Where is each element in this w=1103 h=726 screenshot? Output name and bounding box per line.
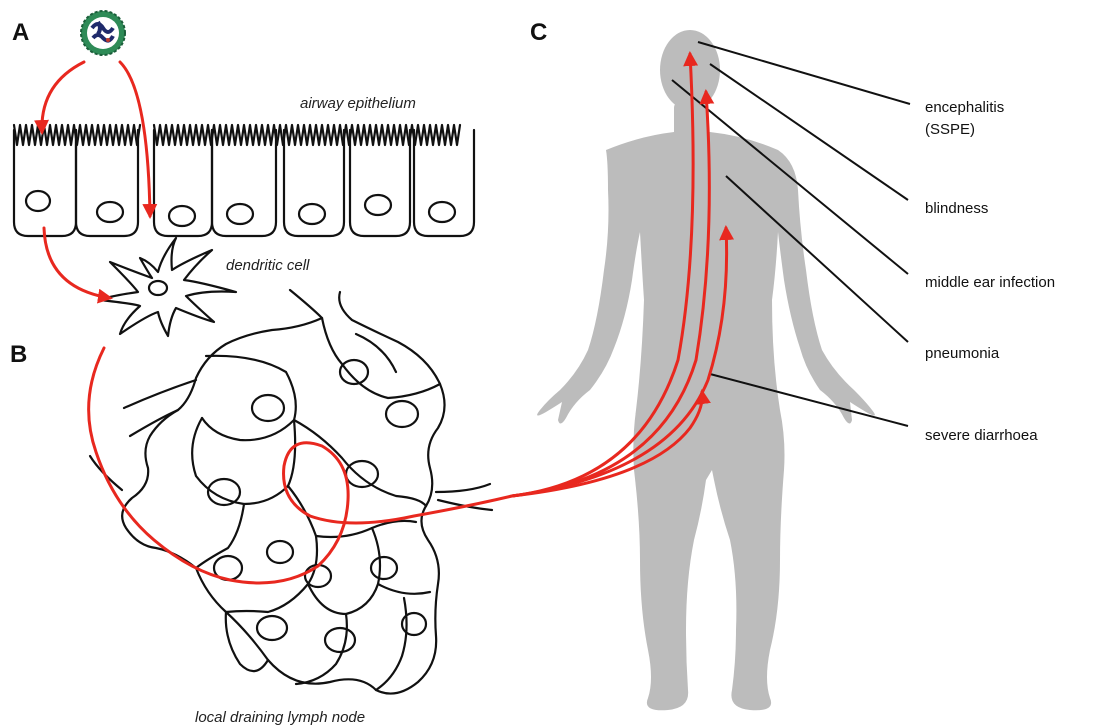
callout-blindness: blindness (925, 200, 988, 217)
arrow-epithelium-to-dendritic (44, 228, 110, 298)
panel-letter-c: C (530, 19, 547, 46)
leader-encephalitis (698, 42, 910, 104)
dendritic-cell-icon (100, 238, 236, 336)
airway-epithelium-label: airway epithelium (300, 95, 416, 112)
callout-encephalitis-sub: (SSPE) (925, 121, 975, 138)
panel-letter-a: A (12, 19, 29, 46)
callout-middle-ear-infection: middle ear infection (925, 274, 1055, 291)
lymph-node-label: local draining lymph node (195, 709, 365, 726)
callout-severe-diarrhoea: severe diarrhoea (925, 427, 1038, 444)
callout-encephalitis: encephalitis (925, 99, 1004, 116)
callout-pneumonia: pneumonia (925, 345, 1000, 362)
lymph-node (90, 290, 492, 694)
measles-virus-icon (81, 11, 125, 55)
dendritic-cell-label: dendritic cell (226, 257, 310, 274)
arrow-virus-to-epithelium (42, 62, 84, 132)
human-silhouette-icon (537, 30, 875, 710)
panel-letter-b: B (10, 341, 27, 368)
airway-epithelium (14, 125, 474, 236)
